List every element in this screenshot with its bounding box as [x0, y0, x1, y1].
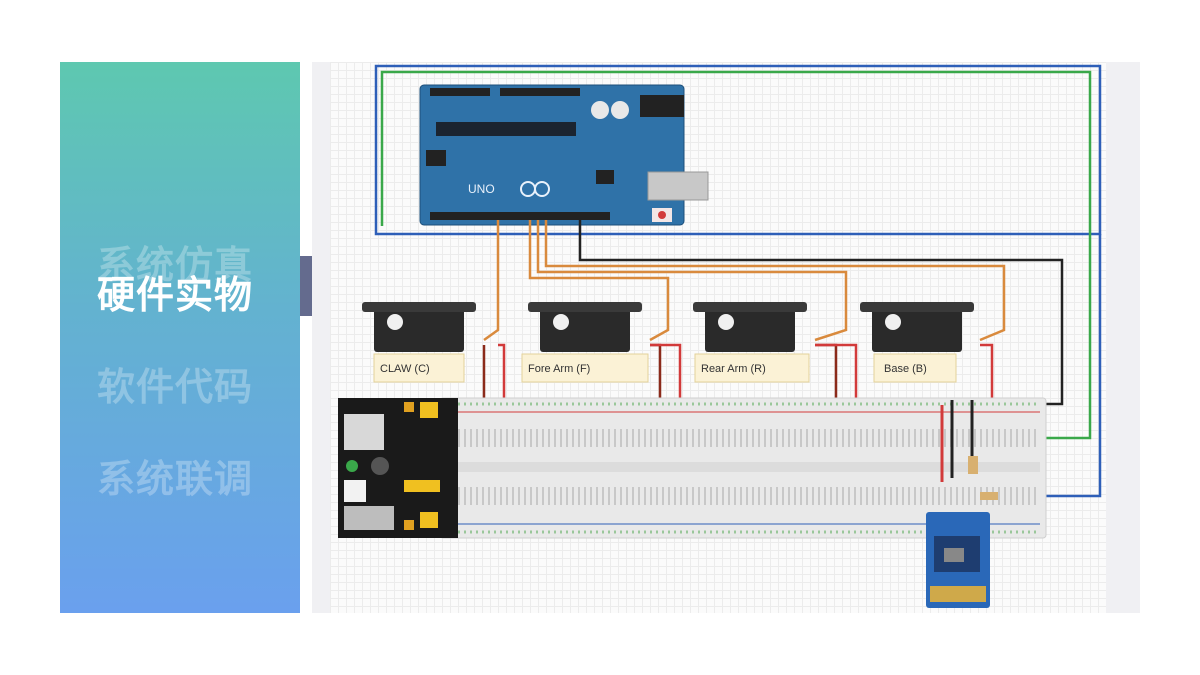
- sidebar: 系统仿真 硬件实物 软件代码 系统联调: [60, 62, 300, 613]
- servo-rear-arm: Rear Arm (R): [693, 302, 810, 383]
- power-supply-module: [338, 398, 458, 538]
- arduino-board: UNO: [419, 84, 709, 226]
- wire-green: [380, 70, 1092, 440]
- bluetooth-module: [926, 400, 998, 608]
- active-indicator: [300, 256, 312, 316]
- servo-claw: CLAW (C): [362, 302, 476, 383]
- wire-blue-loop: [374, 64, 1102, 236]
- arduino-uno-label: UNO: [468, 182, 495, 196]
- servo-fore-arm: Fore Arm (F): [521, 302, 649, 383]
- nav-item-hardware[interactable]: 硬件实物: [97, 273, 254, 317]
- servo-base: Base (B): [860, 302, 974, 383]
- nav-item-software[interactable]: 软件代码: [97, 365, 254, 409]
- servo-label-rear-arm: Rear Arm (R): [701, 363, 766, 375]
- servo-label-claw: CLAW (C): [380, 363, 430, 375]
- servo-label-fore-arm: Fore Arm (F): [528, 363, 590, 375]
- nav-item-integration[interactable]: 系统联调: [97, 457, 254, 501]
- nav-item-simulation[interactable]: 系统仿真: [97, 243, 254, 287]
- servo-label-base: Base (B): [884, 363, 927, 375]
